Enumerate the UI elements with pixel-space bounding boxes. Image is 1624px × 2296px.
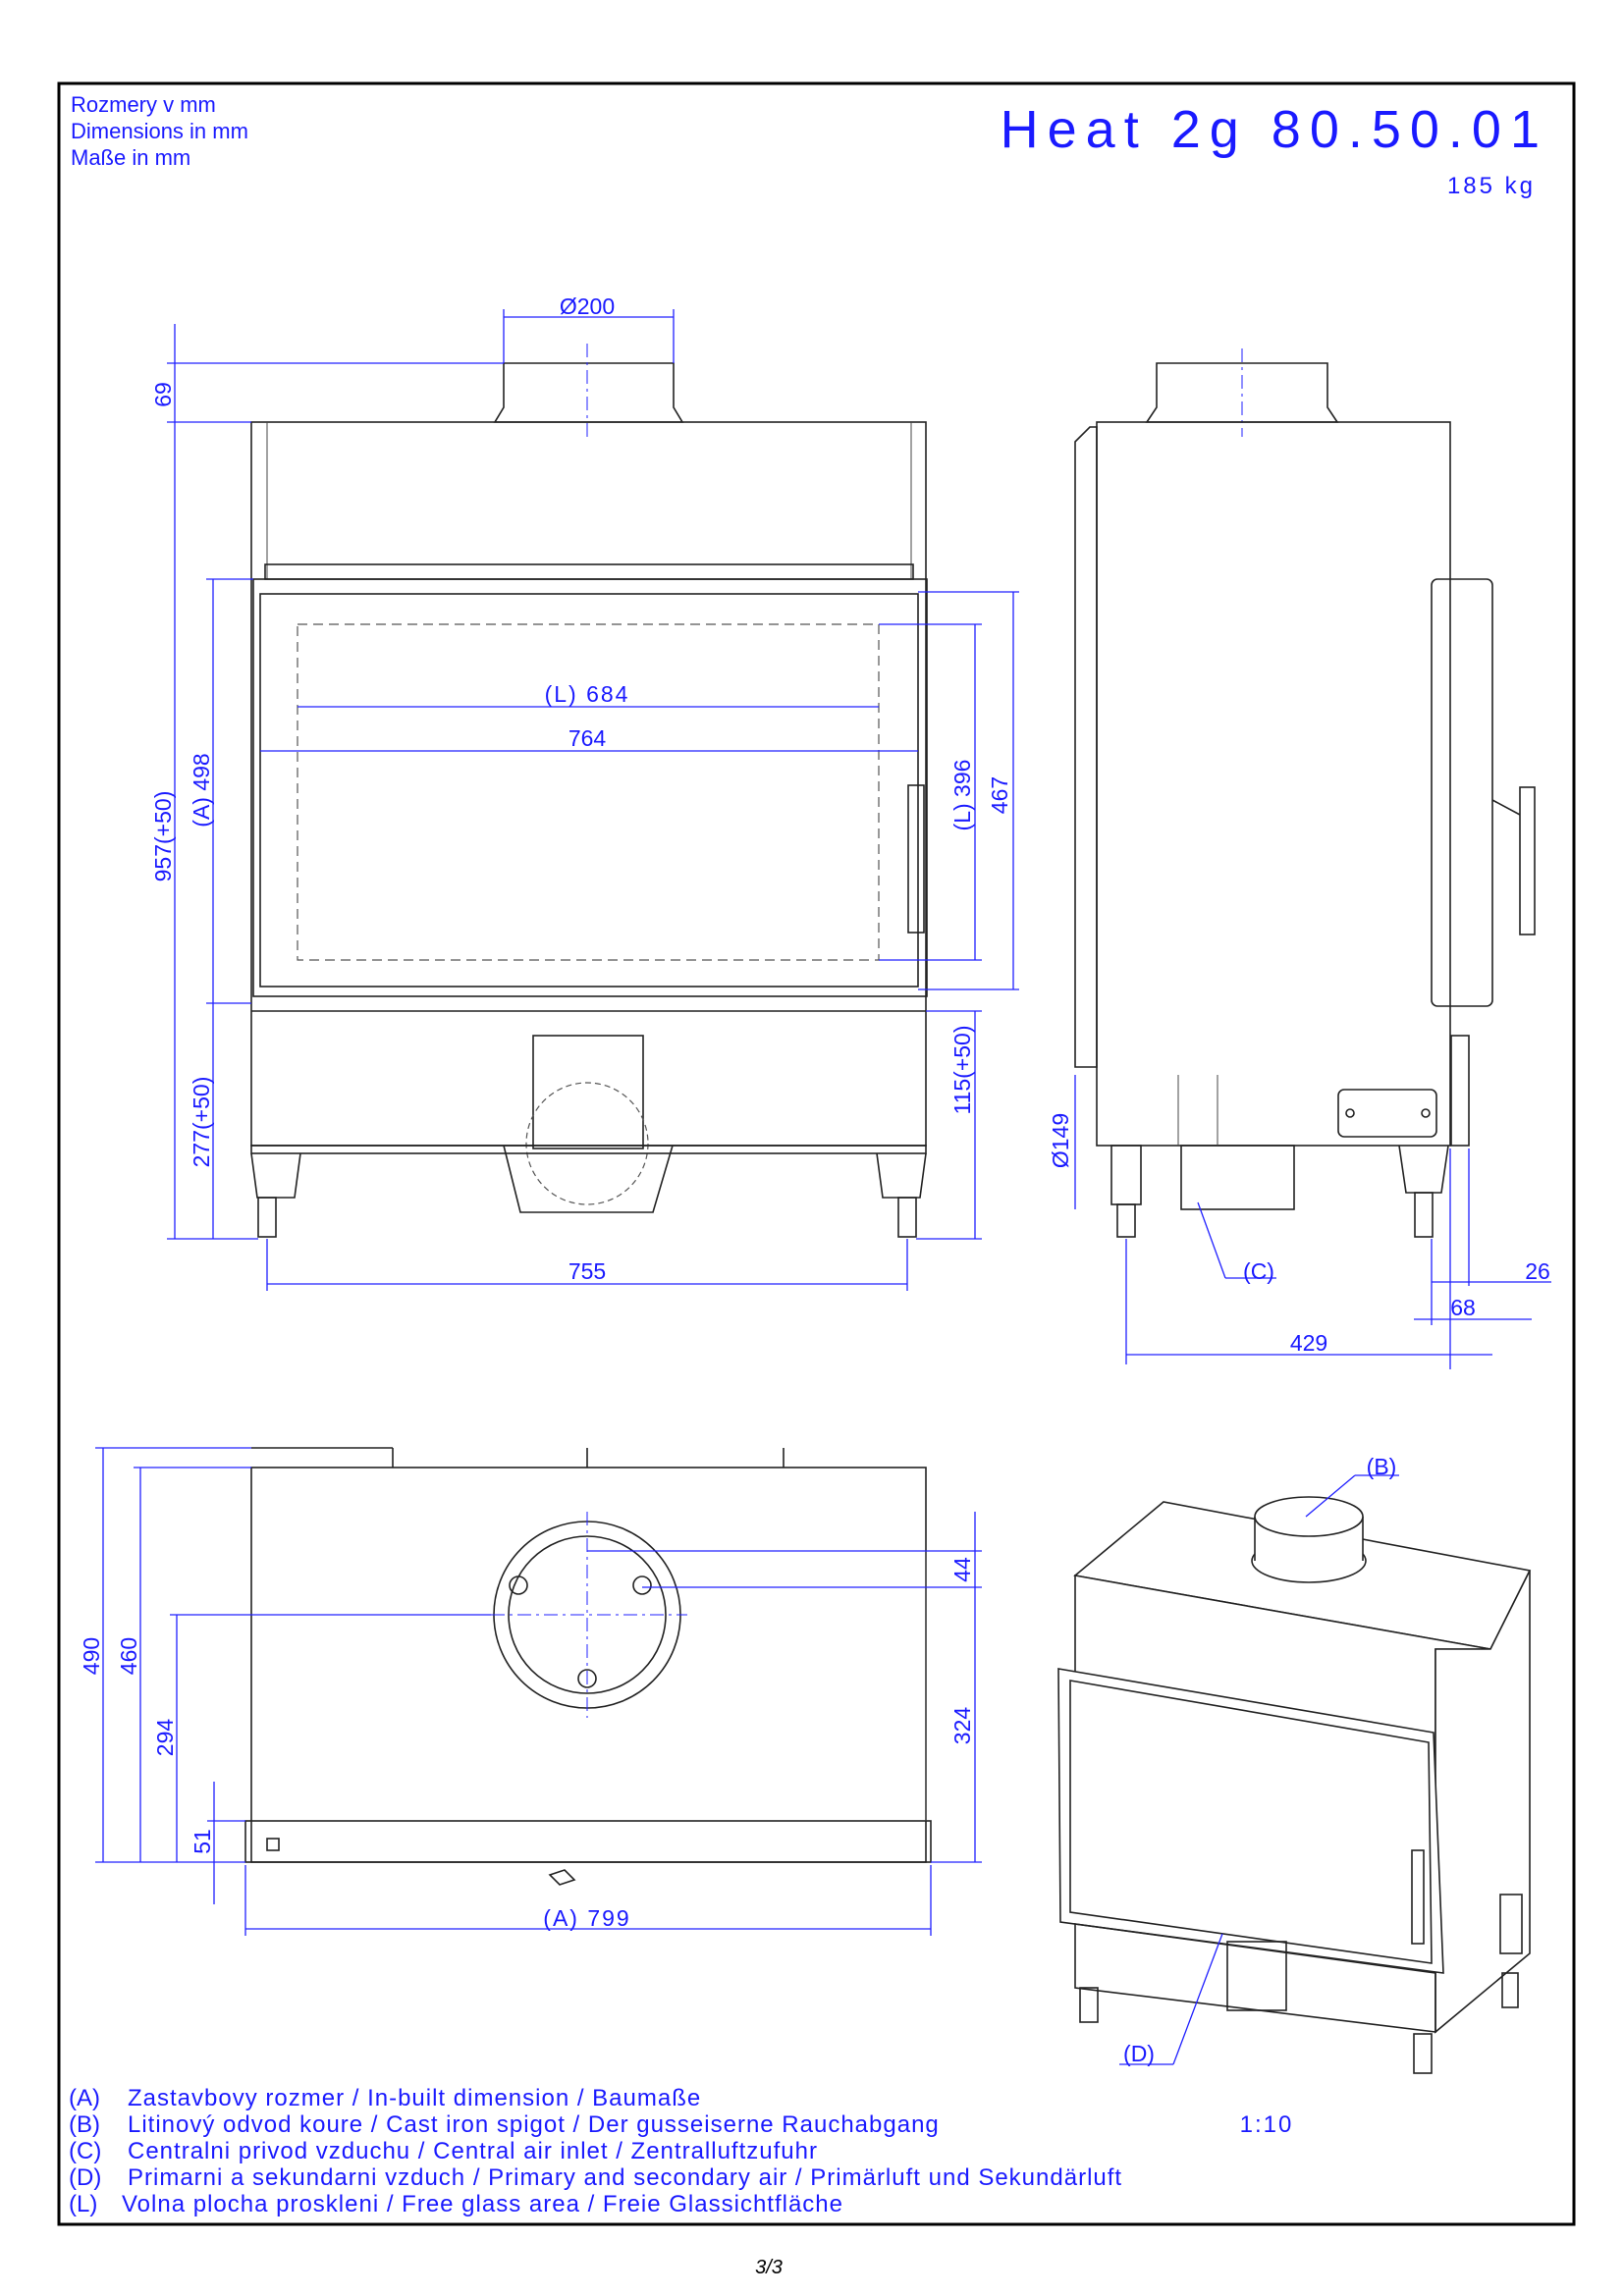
dim-total-height: 957(+50) (150, 791, 176, 882)
air-inlet-c (1180, 1145, 1295, 1210)
top-view: 490 460 294 51 44 324 (A) 799 (79, 1447, 982, 1936)
dim-26: 26 (1525, 1258, 1550, 1284)
dim-legs: 755 (568, 1258, 606, 1284)
iso-door (1057, 1668, 1444, 1974)
dim-glass-width: (L) 684 (545, 681, 630, 707)
units-cz: Rozmery v mm (71, 92, 216, 117)
dim-490: 490 (79, 1637, 104, 1675)
dim-flue-diameter: Ø200 (560, 294, 615, 319)
units-de: Maße in mm (71, 145, 190, 170)
dim-door-height: 467 (987, 776, 1012, 814)
leg-left (257, 1197, 277, 1238)
legend-key-c: (C) (69, 2138, 101, 2164)
legend-key-l: (L) (69, 2191, 97, 2217)
door-frame (252, 578, 928, 997)
dim-depth: 429 (1290, 1330, 1327, 1356)
label-c: (C) (1243, 1258, 1274, 1284)
dim-overall-width: (A) 799 (543, 1905, 630, 1931)
dim-glass-height: (L) 396 (949, 760, 975, 831)
dim-294: 294 (152, 1719, 178, 1757)
side-door (1074, 426, 1098, 1068)
dim-460: 460 (116, 1637, 141, 1675)
label-b: (B) (1367, 1454, 1397, 1479)
units-en: Dimensions in mm (71, 119, 248, 143)
legend-key-b: (B) (69, 2111, 100, 2138)
scale-label: 1:10 (1240, 2111, 1294, 2138)
page-number: 3/3 (755, 2257, 783, 2278)
dim-68: 68 (1450, 1295, 1476, 1320)
dim-44: 44 (949, 1557, 975, 1582)
dim-air-diameter: Ø149 (1048, 1113, 1073, 1168)
glass-area (297, 623, 880, 961)
weight-label: 185 kg (1447, 173, 1536, 199)
isometric-view: (B) (D) (1057, 1454, 1532, 2074)
fireplace-body (250, 421, 927, 1147)
legend: (A) Zastavbovy rozmer / In-built dimensi… (69, 2085, 1122, 2217)
side-handle (1519, 786, 1536, 935)
legend-key-a: (A) (69, 2085, 100, 2111)
legend-text-b: Litinový odvod koure / Cast iron spigot … (128, 2111, 940, 2138)
air-inlet-box (532, 1035, 644, 1149)
legend-key-d: (D) (69, 2164, 101, 2191)
leg-right (897, 1197, 917, 1238)
dim-bottom: 277(+50) (189, 1077, 214, 1168)
dim-base: 115(+50) (949, 1025, 975, 1114)
legend-text-l: Volna plocha proskleni / Free glass area… (122, 2191, 843, 2217)
flue-spigot (493, 362, 684, 423)
dim-69: 69 (150, 382, 176, 407)
legend-text-d: Primarni a sekundarni vzduch / Primary a… (128, 2164, 1122, 2191)
legend-text-c: Centralni privod vzduchu / Central air i… (128, 2138, 818, 2164)
door-handle (907, 784, 925, 934)
iso-spigot (1254, 1496, 1364, 1537)
units-note: Rozmery v mm Dimensions in mm Maße in mm (71, 92, 248, 170)
dim-door-width: 764 (568, 725, 607, 751)
front-view: Ø200 69 957(+50) (A) 498 277(+50) (L) 68… (150, 294, 1019, 1291)
side-view: Ø149 (C) 26 68 429 (1048, 348, 1551, 1369)
model-title: Heat 2g 80.50.01 (1001, 100, 1548, 159)
drawing-frame (57, 81, 1576, 2226)
dim-324: 324 (949, 1707, 975, 1745)
legend-text-a: Zastavbovy rozmer / In-built dimension /… (128, 2085, 701, 2111)
dim-51: 51 (189, 1829, 215, 1854)
dim-a-height: (A) 498 (189, 753, 214, 827)
label-d: (D) (1123, 2041, 1155, 2066)
